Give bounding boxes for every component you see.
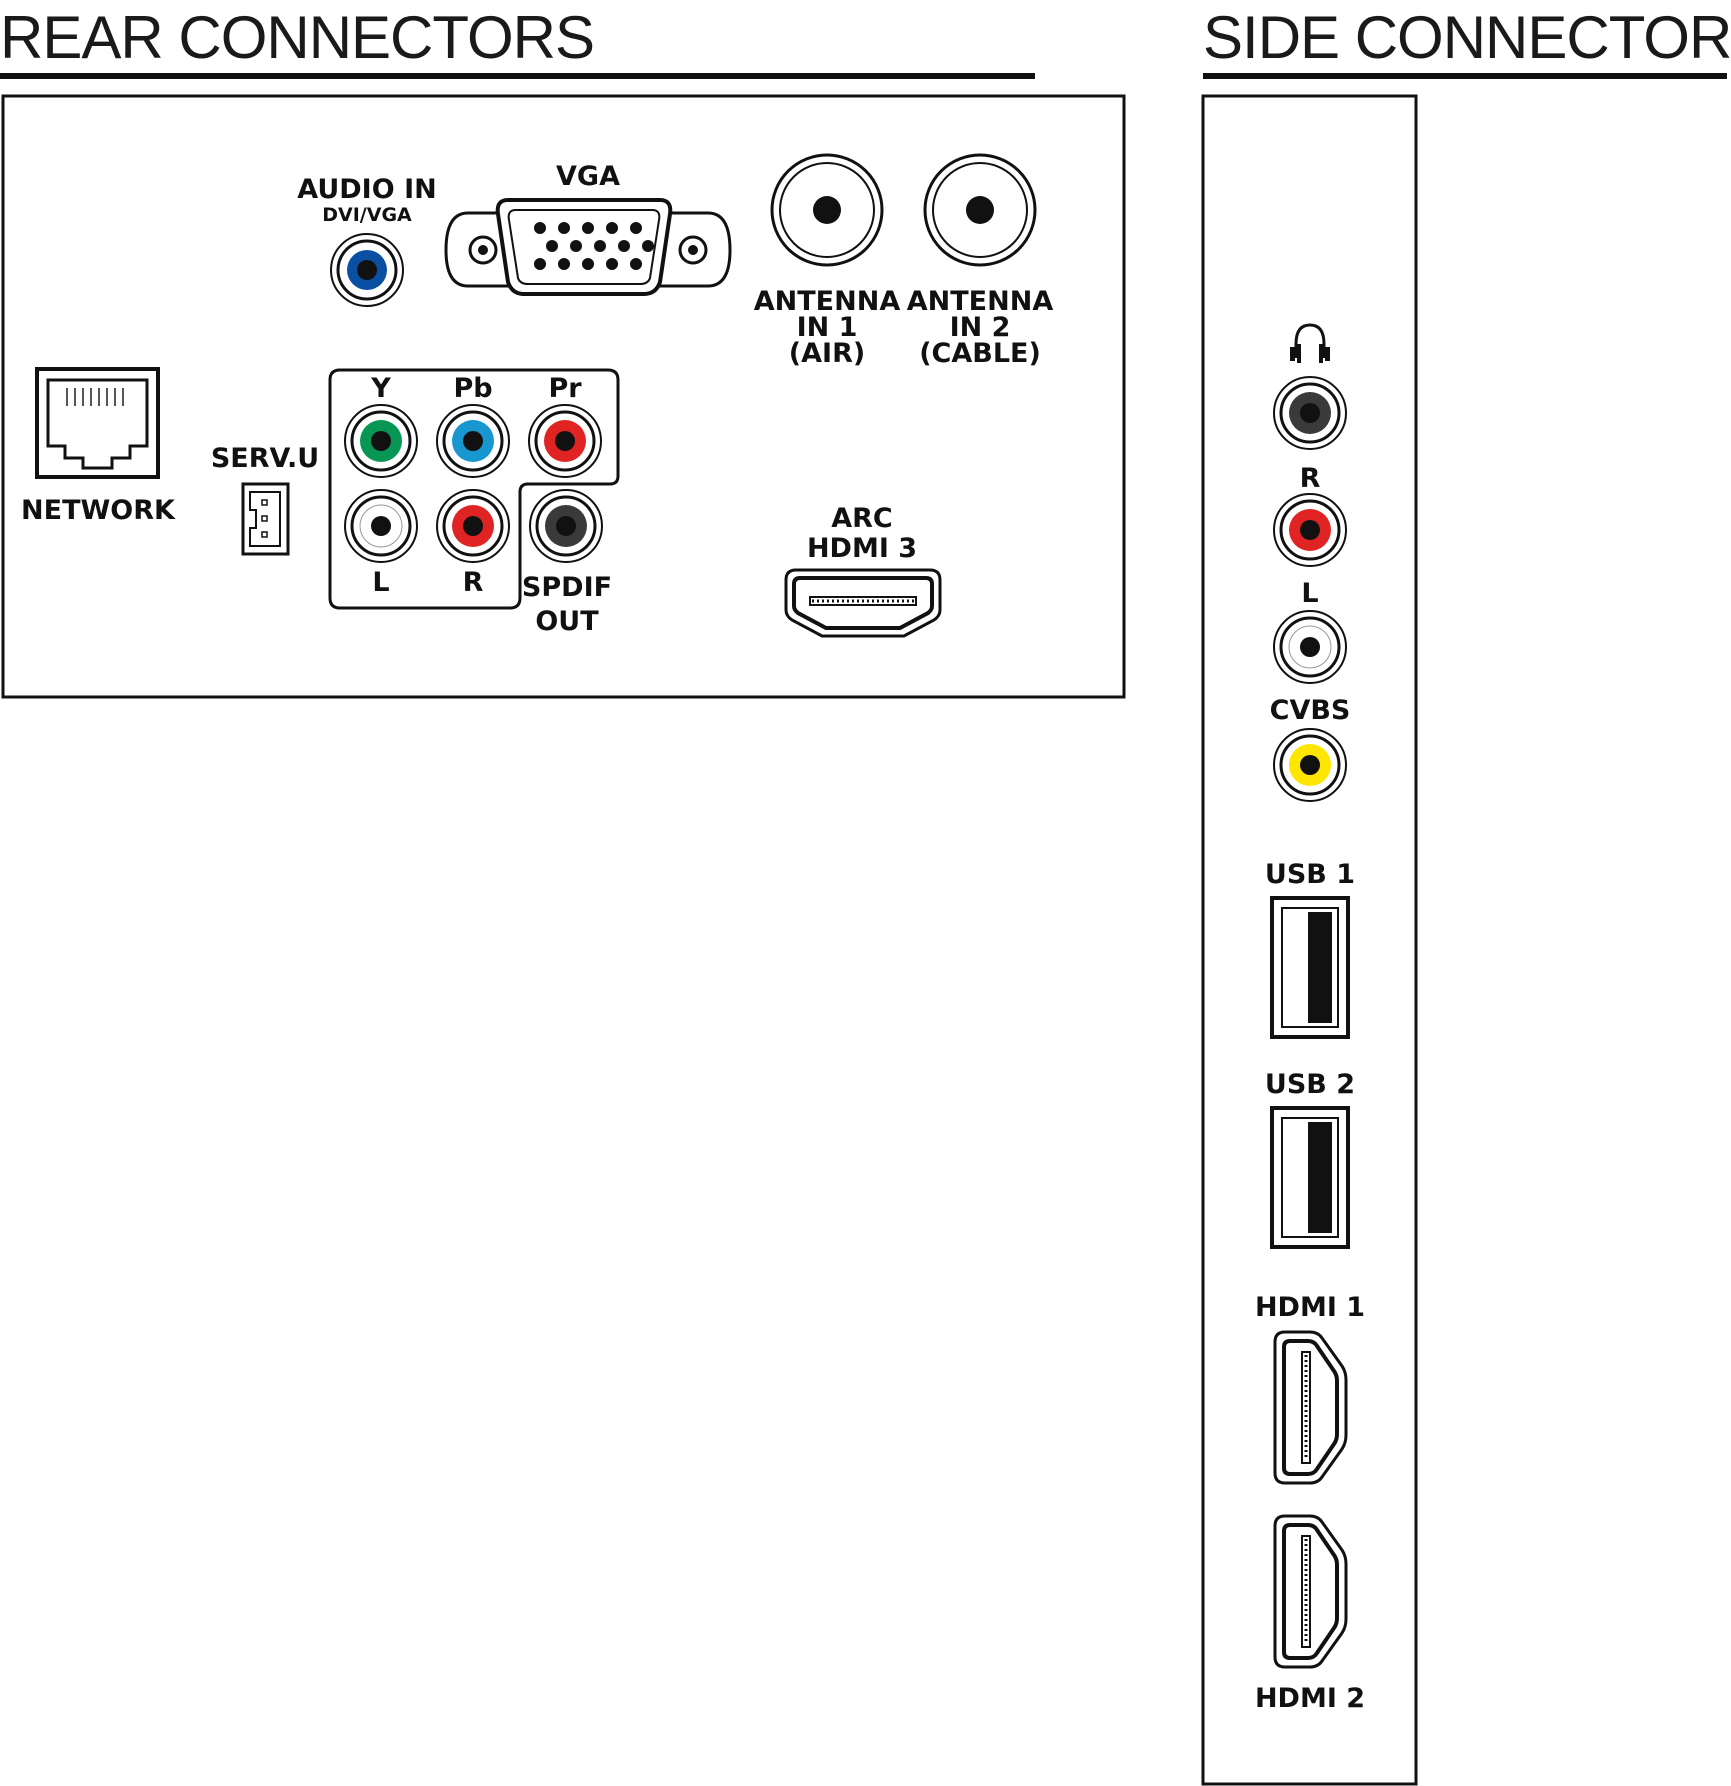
component-pb-label: Pb: [453, 373, 492, 404]
serv-u-port[interactable]: [241, 482, 290, 556]
cvbs-label: CVBS: [1270, 695, 1351, 726]
antenna-1-label-line2: IN 1: [797, 312, 858, 343]
side-heading-underline: [1203, 73, 1727, 79]
side-audio-r-label: R: [1300, 463, 1321, 494]
antenna-1-label-line3: (AIR): [789, 338, 865, 369]
component-y-jack[interactable]: [344, 404, 418, 478]
hdmi-1-port[interactable]: [1273, 1330, 1348, 1485]
antenna-in-1-port[interactable]: [770, 153, 884, 267]
component-pb-jack[interactable]: [436, 404, 510, 478]
hdmi-2-port[interactable]: [1273, 1514, 1348, 1669]
hdmi-1-label: HDMI 1: [1255, 1292, 1365, 1323]
network-port[interactable]: [35, 367, 160, 479]
hdmi-3-arc-label: ARC: [831, 503, 893, 534]
antenna-2-label-line2: IN 2: [950, 312, 1011, 343]
vga-port[interactable]: [444, 198, 732, 296]
audio-in-jack[interactable]: [330, 233, 404, 307]
spdif-out-jack[interactable]: [529, 489, 603, 563]
audio-in-sublabel: DVI/VGA: [322, 204, 412, 226]
audio-l-jack[interactable]: [344, 489, 418, 563]
vga-label: VGA: [556, 161, 620, 192]
side-audio-l-label: L: [1301, 578, 1318, 609]
audio-in-label: AUDIO IN: [297, 174, 436, 205]
side-audio-l-jack[interactable]: [1273, 610, 1347, 684]
headphone-jack[interactable]: [1273, 376, 1347, 450]
rear-connectors-heading: REAR CONNECTORS: [0, 4, 594, 71]
usb-1-label: USB 1: [1265, 859, 1355, 890]
serv-u-label: SERV.U: [211, 443, 319, 474]
component-group-outline: [328, 368, 620, 610]
spdif-label-line1: SPDIF: [522, 572, 612, 603]
spdif-label-line2: OUT: [535, 606, 599, 637]
headphones-icon: [1290, 323, 1330, 363]
usb-1-port[interactable]: [1270, 896, 1350, 1039]
hdmi-3-label: HDMI 3: [807, 533, 917, 564]
rear-heading-underline: [0, 73, 1035, 79]
audio-r-label: R: [463, 567, 484, 598]
antenna-1-label-line1: ANTENNA: [754, 286, 901, 317]
antenna-2-label-line1: ANTENNA: [907, 286, 1054, 317]
usb-2-label: USB 2: [1265, 1069, 1355, 1100]
antenna-2-label-line3: (CABLE): [919, 338, 1041, 369]
antenna-in-2-port[interactable]: [923, 153, 1037, 267]
side-audio-r-jack[interactable]: [1273, 493, 1347, 567]
component-pr-label: Pr: [548, 373, 582, 404]
cvbs-jack[interactable]: [1273, 728, 1347, 802]
audio-l-label: L: [372, 567, 389, 598]
hdmi-2-label: HDMI 2: [1255, 1683, 1365, 1714]
network-label: NETWORK: [21, 495, 176, 526]
audio-r-jack[interactable]: [436, 489, 510, 563]
side-connectors-heading: SIDE CONNECTORS: [1203, 4, 1731, 71]
usb-2-port[interactable]: [1270, 1106, 1350, 1249]
hdmi-3-port[interactable]: [784, 568, 942, 638]
component-pr-jack[interactable]: [528, 404, 602, 478]
component-y-label: Y: [370, 373, 391, 404]
